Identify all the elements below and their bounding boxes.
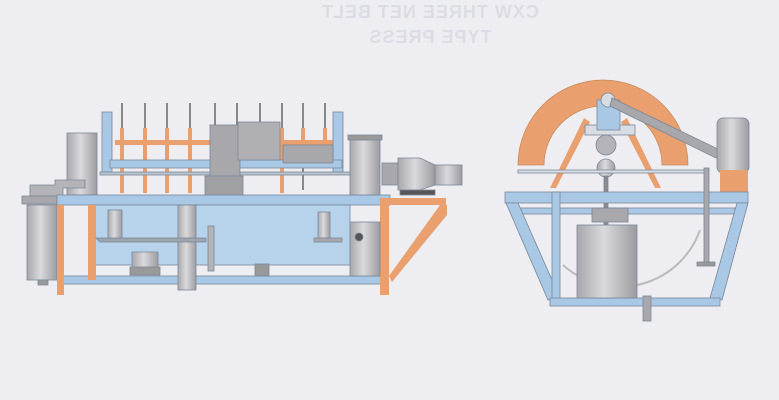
side-elevation-view [21,103,463,295]
top-beam [56,194,391,206]
end-elevation-view [504,79,750,322]
end-top-beam [504,191,749,204]
filter-cylinder [177,204,197,291]
bottom-beam [62,275,386,285]
gearbox [209,124,241,178]
orange-drum-arch [517,79,689,166]
end-bottom-beam [549,297,721,307]
right-cylinder [349,136,381,196]
end-motor [716,117,750,192]
control-box [349,221,381,277]
end-tank [576,224,638,299]
orange-legs [57,198,447,295]
drive-motor [381,157,463,196]
left-tank [26,204,58,281]
